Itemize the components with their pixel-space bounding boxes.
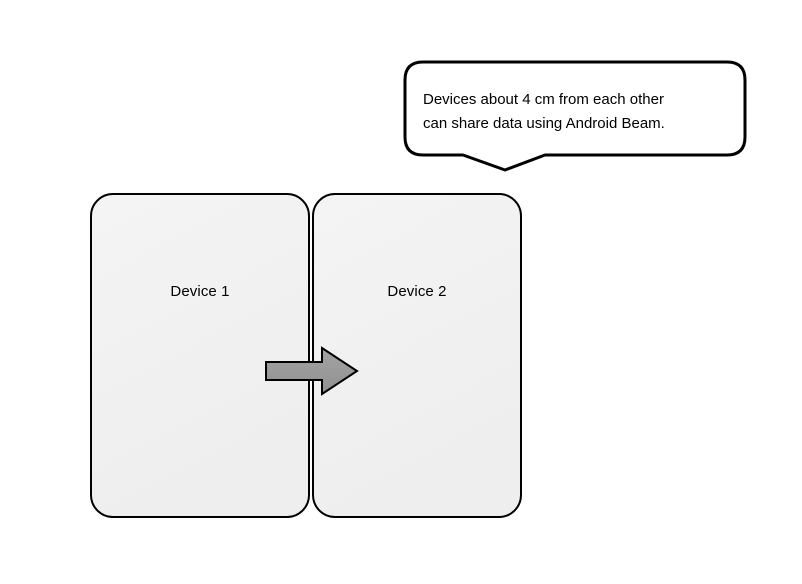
device-1-box[interactable] — [90, 193, 310, 518]
callout-text: Devices about 4 cm from each other can s… — [423, 88, 735, 136]
callout-line-2: can share data using Android Beam. — [423, 115, 665, 132]
device-1-label: Device 1 — [170, 283, 230, 300]
device-2-label: Device 2 — [387, 283, 447, 300]
speech-bubble-shape[interactable] — [403, 60, 747, 172]
device-2-box[interactable] — [312, 193, 522, 518]
callout-line-1: Devices about 4 cm from each other — [423, 91, 664, 108]
data-transfer-arrow-shape[interactable] — [265, 346, 359, 396]
